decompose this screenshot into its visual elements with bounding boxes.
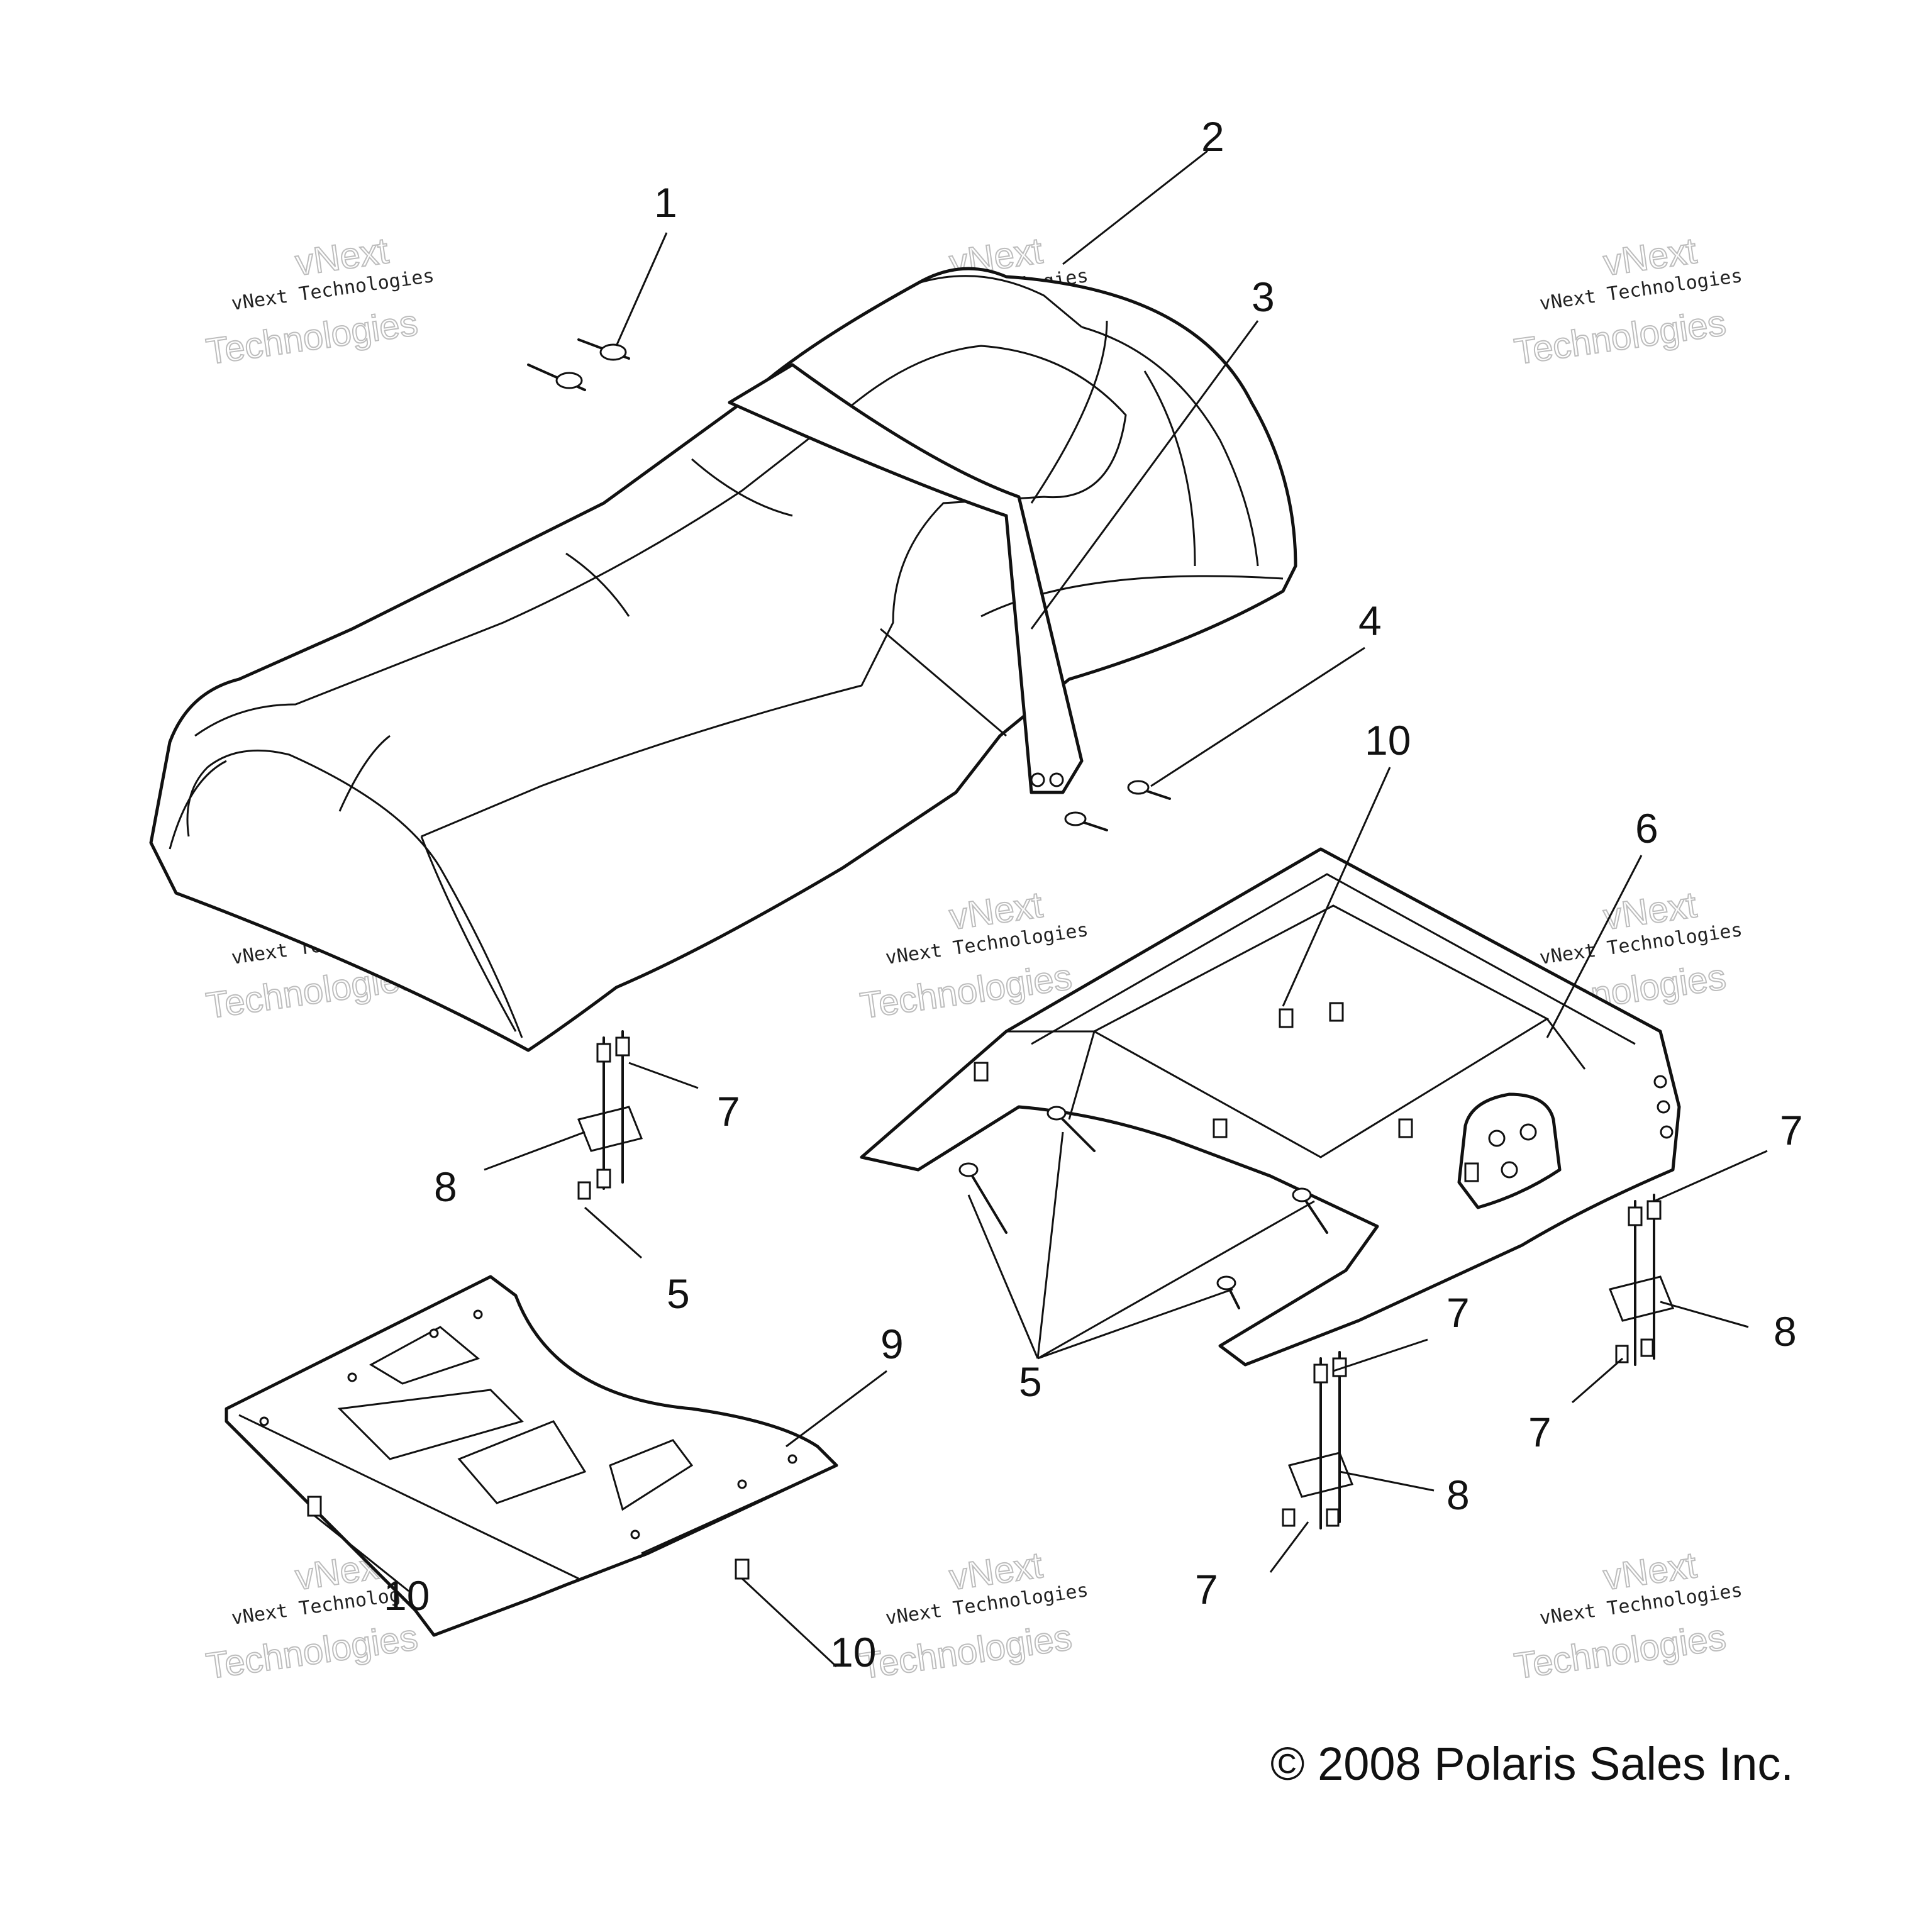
watermark: vNext vNext Technologies Technologies <box>203 230 436 373</box>
skid-plate-part-9 <box>225 1275 838 1637</box>
fastener-part-4 <box>1064 780 1171 831</box>
watermark: vNext vNext Technologies Technologies <box>1511 1544 1744 1687</box>
callout-2: 2 <box>1201 113 1224 160</box>
callout-7-middle-top: 7 <box>1446 1289 1470 1336</box>
callout-6: 6 <box>1635 805 1658 852</box>
callout-10-left: 10 <box>384 1572 430 1619</box>
callout-10-right: 10 <box>830 1629 876 1675</box>
callouts: 1 2 3 4 10 6 7 8 5 9 5 7 8 7 7 8 7 10 10 <box>384 113 1803 1675</box>
bracket-group-left <box>577 1030 643 1200</box>
watermark: vNext vNext Technologies Technologies <box>857 1544 1090 1687</box>
callout-9: 9 <box>880 1321 904 1367</box>
tunnel-bracket-part-6 <box>860 847 1681 1367</box>
callout-5-left: 5 <box>667 1270 690 1317</box>
callout-5-tunnel: 5 <box>1019 1358 1042 1405</box>
callout-4: 4 <box>1358 597 1382 644</box>
callout-8-left: 8 <box>434 1163 457 1210</box>
callout-8-middle: 8 <box>1446 1472 1470 1518</box>
fastener-part-5 <box>958 1106 1328 1309</box>
bracket-group-right <box>1608 1194 1675 1366</box>
callout-7-right-bottom: 7 <box>1528 1409 1552 1455</box>
bracket-group-middle <box>1282 1351 1354 1530</box>
callout-3: 3 <box>1252 274 1275 320</box>
callout-8-right: 8 <box>1774 1308 1797 1355</box>
seat-assembly <box>149 267 1297 1052</box>
copyright-text: © 2008 Polaris Sales Inc. <box>1270 1738 1794 1790</box>
callout-7-left: 7 <box>717 1088 740 1135</box>
callout-10-tunnel: 10 <box>1365 717 1411 763</box>
callout-7-right-top: 7 <box>1780 1107 1803 1153</box>
leader-lines <box>314 150 1768 1668</box>
callout-7-middle-bottom: 7 <box>1195 1566 1218 1613</box>
callout-1: 1 <box>654 179 677 226</box>
fastener-part-1 <box>527 338 630 391</box>
watermark: vNext vNext Technologies Technologies <box>1511 230 1744 373</box>
